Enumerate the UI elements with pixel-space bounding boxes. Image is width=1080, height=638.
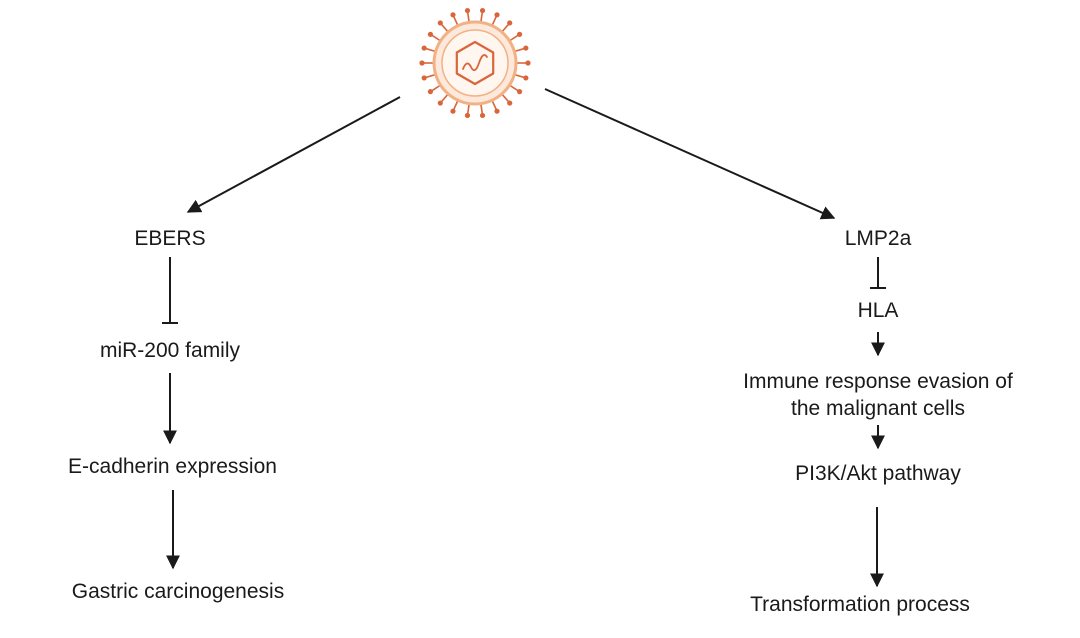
node-hla: HLA — [828, 297, 928, 324]
node-ecadherin: E-cadherin expression — [25, 453, 320, 480]
node-immune-line2: the malignant cells — [791, 397, 965, 420]
node-ebers-label: EBERS — [134, 227, 206, 250]
node-lmp2a: LMP2a — [818, 225, 938, 252]
node-immune-evasion: Immune response evasion of the malignant… — [718, 368, 1038, 422]
node-pi3k-label: PI3K/Akt pathway — [795, 462, 961, 485]
arrow-virus-to-lmp2a — [544, 88, 836, 220]
node-immune-line1: Immune response evasion of — [743, 370, 1013, 393]
node-transformation: Transformation process — [715, 591, 1005, 618]
node-ecadherin-label: E-cadherin expression — [68, 455, 277, 478]
node-transformation-label: Transformation process — [750, 593, 970, 616]
virus-icon — [419, 7, 531, 119]
node-pi3k: PI3K/Akt pathway — [758, 460, 998, 487]
node-mir200-label: miR-200 family — [99, 339, 241, 362]
node-mir200: miR-200 family — [60, 337, 280, 364]
node-gastric-label: Gastric carcinogenesis — [71, 580, 285, 603]
node-hla-label: HLA — [857, 299, 899, 322]
node-ebers: EBERS — [110, 225, 230, 252]
arrow-virus-to-ebers — [186, 96, 401, 213]
node-lmp2a-label: LMP2a — [844, 227, 912, 250]
node-gastric: Gastric carcinogenesis — [28, 578, 328, 605]
